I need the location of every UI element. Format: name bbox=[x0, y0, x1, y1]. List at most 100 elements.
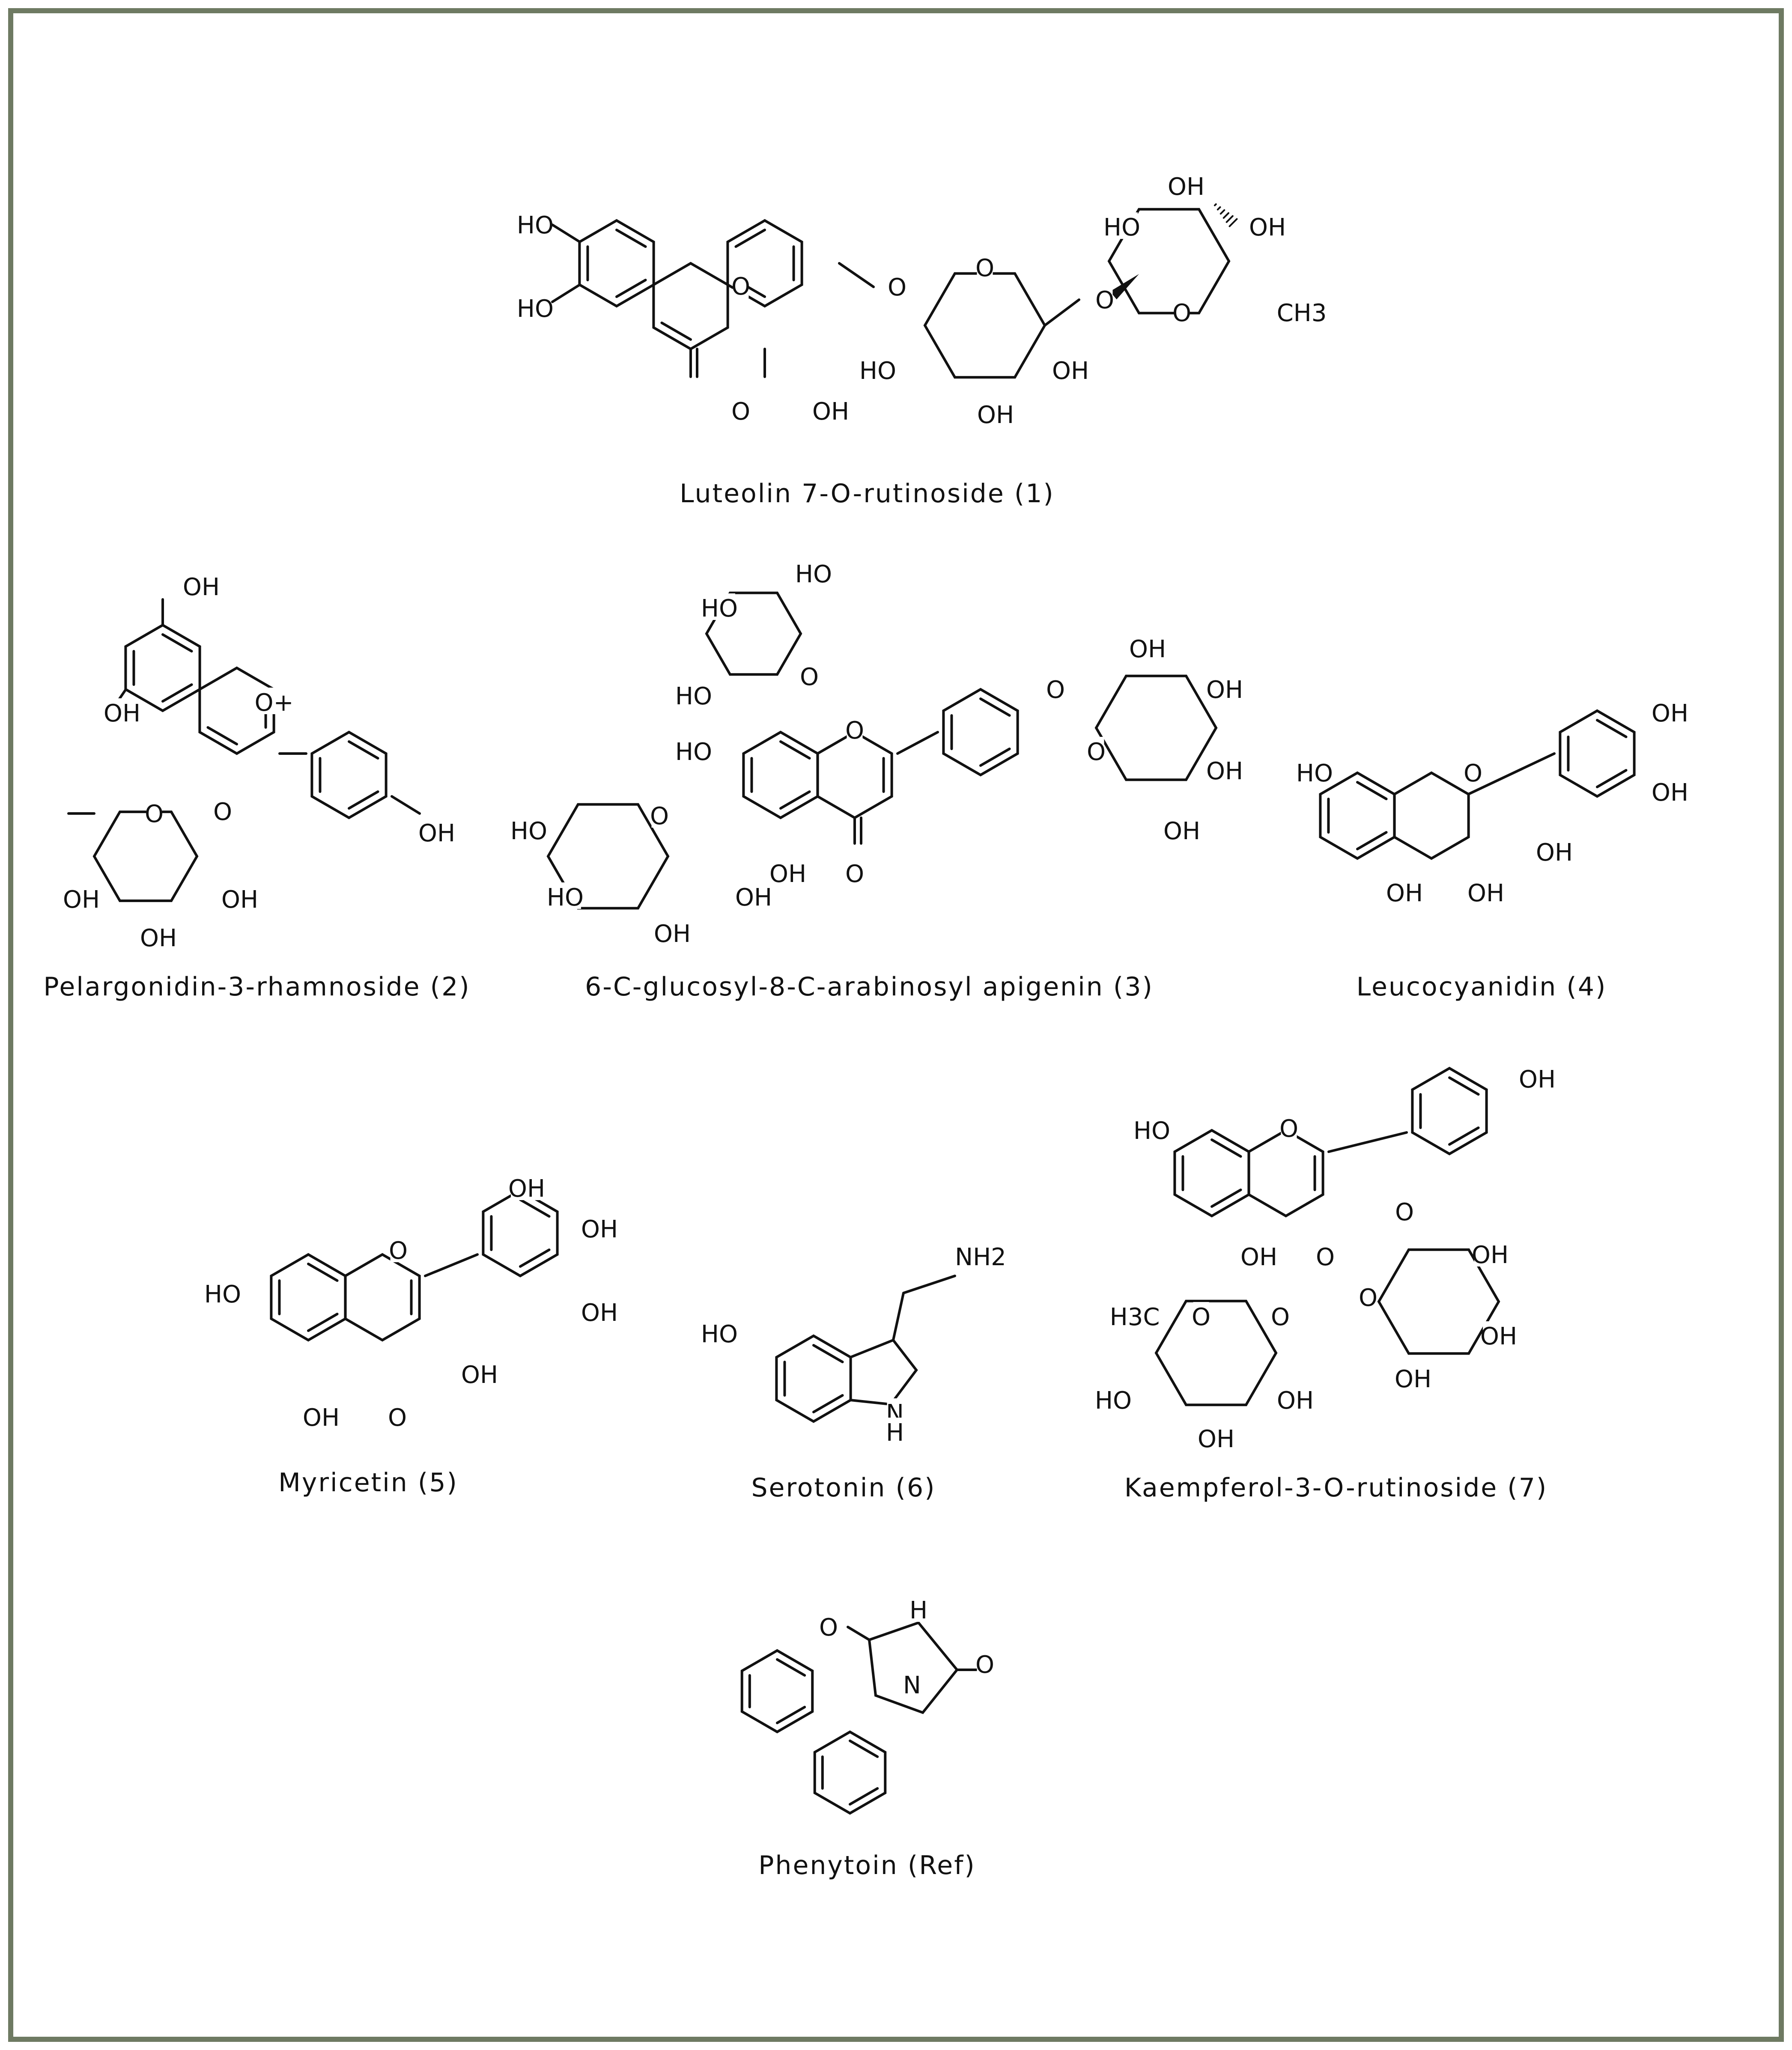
caption-phenytoin: Phenytoin (Ref) bbox=[758, 1850, 976, 1880]
double-bond bbox=[776, 1706, 806, 1725]
myr-b-ring bbox=[482, 1189, 559, 1278]
atom-label: H bbox=[886, 1419, 904, 1447]
double-bond bbox=[660, 322, 692, 341]
atom-label: O bbox=[1279, 1115, 1298, 1143]
label-backdrop bbox=[704, 593, 735, 620]
atom-label: OH bbox=[654, 920, 691, 948]
double-bond bbox=[206, 726, 238, 745]
atom-label: OH bbox=[104, 700, 140, 727]
atom-label: OH bbox=[1472, 1241, 1509, 1269]
label-backdrop bbox=[421, 818, 453, 845]
label-backdrop bbox=[1243, 1242, 1275, 1269]
atom-label: OH bbox=[303, 1404, 340, 1432]
atom-label: H3C bbox=[1110, 1303, 1160, 1331]
atom-label: O bbox=[819, 1614, 838, 1642]
double-bond bbox=[1596, 769, 1628, 788]
atom-label: HO bbox=[517, 295, 554, 323]
atom-label: OH bbox=[1386, 879, 1423, 907]
label-backdrop bbox=[704, 1319, 735, 1346]
label-backdrop bbox=[1136, 1116, 1168, 1142]
atom-label: O bbox=[1046, 676, 1065, 704]
ring-link bbox=[1467, 752, 1556, 796]
label-backdrop bbox=[1088, 737, 1104, 763]
atom-label: H bbox=[909, 1597, 927, 1624]
api-c-ring bbox=[816, 730, 893, 819]
double-bond bbox=[161, 633, 193, 653]
label-backdrop bbox=[1174, 298, 1190, 325]
atom-label: O bbox=[888, 274, 906, 301]
label-backdrop bbox=[519, 210, 551, 237]
label-backdrop bbox=[887, 1418, 903, 1444]
hash-bond bbox=[1217, 206, 1221, 211]
atom-label: O bbox=[389, 1237, 408, 1265]
atom-label: OH bbox=[461, 1361, 498, 1389]
hydantoin-ring bbox=[868, 1621, 959, 1714]
atom-label: O bbox=[1271, 1303, 1290, 1331]
label-backdrop bbox=[1521, 1064, 1553, 1091]
double-bond bbox=[849, 1787, 879, 1806]
label-backdrop bbox=[143, 923, 174, 950]
double-bond bbox=[1211, 1189, 1242, 1208]
atom-label: HO bbox=[1296, 760, 1333, 787]
atom-label: HO bbox=[1095, 1387, 1132, 1415]
atom-label: HO bbox=[204, 1281, 241, 1308]
double-bond bbox=[779, 740, 811, 760]
label-backdrop bbox=[1654, 778, 1686, 804]
atom-label: HO bbox=[547, 884, 584, 912]
atom-label: OH bbox=[1467, 879, 1504, 907]
double-bond bbox=[307, 1313, 339, 1332]
oh-bond bbox=[391, 795, 421, 815]
atom-label: O bbox=[388, 1404, 407, 1432]
hash-bond bbox=[1225, 215, 1234, 223]
atom-label: OH bbox=[183, 573, 220, 601]
label-backdrop bbox=[519, 294, 551, 320]
double-bond bbox=[348, 740, 379, 760]
carbonyl bbox=[847, 1626, 871, 1641]
atom-label: OH bbox=[418, 819, 455, 847]
double-bond bbox=[849, 1739, 879, 1758]
double-bond bbox=[307, 1263, 339, 1282]
atom-label: O bbox=[213, 798, 232, 826]
label-backdrop bbox=[511, 1174, 543, 1200]
label-backdrop bbox=[146, 799, 162, 825]
atom-label: OH bbox=[1395, 1365, 1431, 1393]
glycosidic-bond bbox=[838, 262, 875, 288]
double-bond bbox=[519, 1198, 551, 1218]
label-backdrop bbox=[1299, 758, 1330, 785]
caption-leucocyanidin: Leucocyanidin (4) bbox=[1356, 972, 1607, 1002]
atom-label: O bbox=[1395, 1198, 1414, 1226]
label-backdrop bbox=[1106, 212, 1138, 239]
label-backdrop bbox=[1132, 634, 1163, 661]
phenyl-ring-2 bbox=[813, 1730, 887, 1815]
label-backdrop bbox=[733, 396, 749, 423]
atom-label: CH3 bbox=[1277, 299, 1327, 327]
atom-label: O bbox=[1359, 1284, 1378, 1312]
atom-label: O bbox=[1095, 286, 1114, 314]
caption-serotonin: Serotonin (6) bbox=[751, 1473, 936, 1503]
rhamnose-ring bbox=[1107, 208, 1231, 315]
ring-link bbox=[1327, 1131, 1408, 1153]
atom-label: O bbox=[1316, 1243, 1335, 1271]
label-backdrop bbox=[1539, 837, 1570, 864]
label-backdrop bbox=[1272, 1302, 1288, 1329]
rhamnose-ring bbox=[92, 810, 199, 902]
double-bond bbox=[779, 790, 811, 810]
label-backdrop bbox=[1209, 675, 1240, 701]
label-backdrop bbox=[549, 882, 581, 909]
double-bond bbox=[979, 748, 1011, 767]
label-backdrop bbox=[1396, 1197, 1413, 1224]
ring-link bbox=[896, 731, 939, 755]
atom-label: OH bbox=[1163, 817, 1200, 845]
kaem-a-ring bbox=[1173, 1129, 1250, 1218]
label-backdrop bbox=[733, 271, 749, 298]
label-backdrop bbox=[977, 253, 993, 280]
atom-label: HO bbox=[795, 560, 832, 588]
label-backdrop bbox=[1317, 1242, 1333, 1269]
double-bond bbox=[615, 279, 647, 298]
atom-label: OH bbox=[735, 884, 772, 912]
atom-label: O bbox=[1192, 1303, 1211, 1331]
double-bond bbox=[348, 790, 379, 810]
ethyl bbox=[892, 1292, 905, 1341]
label-backdrop bbox=[1281, 1114, 1297, 1140]
atom-label: HO bbox=[1133, 1117, 1170, 1145]
